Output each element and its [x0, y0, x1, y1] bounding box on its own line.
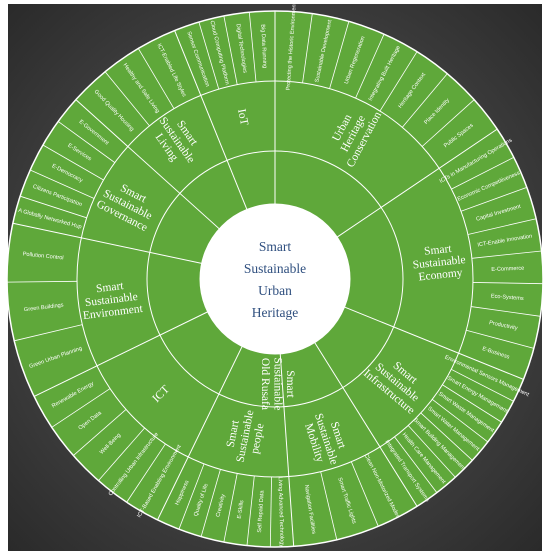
center-title-line: Heritage	[252, 305, 298, 320]
leaf-divider	[104, 71, 150, 127]
sector-label-line: Sustainable	[412, 254, 466, 271]
leaf-divider	[42, 144, 104, 181]
sector-divider	[75, 99, 220, 230]
sector-label-line: people	[249, 422, 267, 454]
leaf-divider	[73, 409, 127, 456]
old-rusafa-label-line: Sustainable	[272, 357, 284, 410]
leaf-divider	[466, 329, 534, 349]
leaf-divider	[451, 368, 514, 402]
leaf-divider	[246, 475, 255, 546]
leaf-label: Productivity	[488, 320, 518, 332]
sector-label: SmartSustainablepeople	[222, 407, 268, 466]
leaf-divider	[320, 471, 338, 540]
sector-label: SmartSustainableEconomy	[411, 242, 468, 284]
leaf-divider	[7, 280, 78, 283]
leaf-label: Pollution Control	[22, 251, 63, 261]
sector-labels: UrbanHeritageConservationSmartSustainabl…	[82, 98, 468, 466]
center-circle	[199, 203, 351, 355]
sector-divider	[33, 311, 208, 397]
leaf-divider	[137, 48, 175, 109]
leaf-label: E-Commerce	[491, 266, 524, 273]
sector-divider	[12, 222, 202, 264]
leaf-divider	[30, 169, 95, 199]
leaf-divider	[248, 12, 257, 82]
sector-divider	[344, 306, 524, 380]
leaf-divider	[200, 469, 221, 537]
leaf-label: Self Repaid Data	[257, 489, 266, 532]
leaf-divider	[407, 425, 456, 478]
leaf-divider	[178, 463, 205, 530]
leaf-divider	[223, 473, 238, 543]
leaf-divider	[451, 156, 514, 190]
sector-divider	[279, 353, 295, 547]
leaf-divider	[467, 218, 537, 235]
leaf-divider	[442, 384, 502, 423]
leaf-divider	[421, 99, 475, 147]
leaf-divider	[19, 195, 87, 219]
leaf-divider	[57, 121, 116, 163]
leaf-divider	[223, 15, 238, 85]
leaf-divider	[350, 461, 379, 527]
leaf-divider	[394, 436, 438, 493]
sector-label-line: IoT	[235, 108, 250, 127]
sector-label-line: Smart	[424, 243, 453, 258]
leaf-divider	[269, 476, 272, 547]
leaf-divider	[471, 306, 541, 317]
sector-divider	[174, 30, 248, 210]
center-title-line: Sustainable	[244, 261, 306, 276]
sector-label-line: Smart	[225, 418, 242, 448]
leaf-divider	[98, 427, 145, 481]
leaf-divider	[471, 250, 542, 259]
sector-divider	[336, 128, 498, 238]
leaf-divider	[420, 412, 473, 461]
leaf-divider	[401, 73, 448, 128]
leaf-divider	[355, 34, 385, 99]
old-rusafa-label: SmartSustainableOld Rusafa	[259, 357, 296, 410]
leaf-divider	[198, 21, 220, 90]
leaf-divider	[126, 443, 166, 503]
leaf-divider	[460, 186, 527, 212]
sector-label: IoT	[235, 108, 250, 127]
sector-label: UrbanHeritageConservation	[323, 98, 385, 170]
leaf-divider	[302, 13, 313, 83]
leaf-divider	[472, 282, 543, 285]
leaf-divider	[431, 399, 489, 443]
leaf-divider	[51, 388, 111, 428]
leaf-divider	[329, 21, 350, 89]
leaf-divider	[14, 324, 83, 342]
leaf-label: Eco-Systems	[491, 293, 525, 302]
leaf-label: Creativity	[215, 493, 226, 517]
center-title-line: Smart	[259, 239, 291, 254]
leaf-label: E-Skills	[237, 500, 246, 520]
sector-divider	[314, 342, 418, 507]
sector-divider	[157, 346, 243, 521]
leaf-label: Living Advanced Technology	[277, 477, 285, 548]
sector-label-line: Economy	[418, 267, 463, 284]
sector-label-line: Smart	[95, 280, 125, 295]
leaf-label: Green Buildings	[24, 302, 64, 313]
old-rusafa-label-line: Old Rusafa	[259, 358, 271, 410]
leaf-label: Big Data Running	[259, 24, 267, 68]
center-title-line: Urban	[258, 283, 292, 298]
divider-lines	[7, 11, 543, 547]
old-rusafa-label-line: Smart	[284, 370, 296, 398]
leaf-divider	[379, 51, 418, 112]
